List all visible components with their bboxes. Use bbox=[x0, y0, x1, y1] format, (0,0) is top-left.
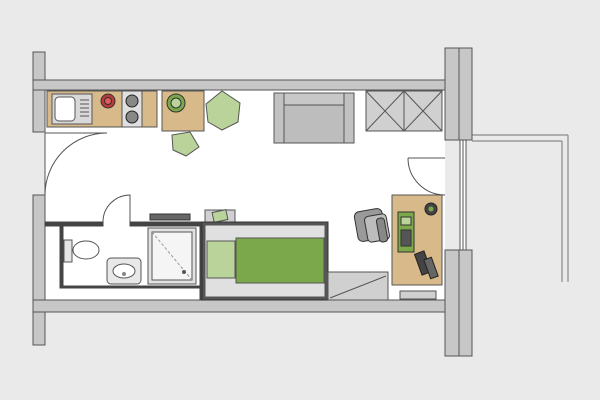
balcony bbox=[472, 134, 569, 282]
bathroom-door[interactable] bbox=[102, 194, 131, 223]
laptop-icon[interactable] bbox=[413, 250, 439, 280]
stove-icon[interactable] bbox=[100, 90, 143, 128]
dining-table-icon[interactable] bbox=[161, 90, 205, 132]
wardrobe-icon[interactable] bbox=[365, 90, 443, 132]
monitor-icon[interactable] bbox=[397, 211, 415, 253]
office-chair-icon[interactable] bbox=[353, 208, 390, 243]
sink-icon[interactable] bbox=[51, 93, 93, 125]
nightstand-icon[interactable] bbox=[204, 209, 236, 224]
toilet-icon[interactable] bbox=[63, 239, 100, 263]
walls bbox=[32, 47, 473, 357]
chair-icon[interactable] bbox=[171, 90, 241, 157]
sideboard-icon[interactable] bbox=[327, 271, 389, 301]
balcony-door[interactable] bbox=[407, 157, 446, 196]
wall-shelf-icon bbox=[149, 213, 191, 221]
desk-step-icon bbox=[399, 290, 437, 300]
entry-door[interactable] bbox=[44, 132, 108, 196]
washbasin-icon[interactable] bbox=[106, 257, 142, 285]
bed-icon[interactable] bbox=[201, 221, 329, 301]
plant-icon bbox=[424, 202, 438, 216]
armchair-icon[interactable] bbox=[273, 92, 355, 144]
shower-icon[interactable] bbox=[147, 227, 197, 285]
